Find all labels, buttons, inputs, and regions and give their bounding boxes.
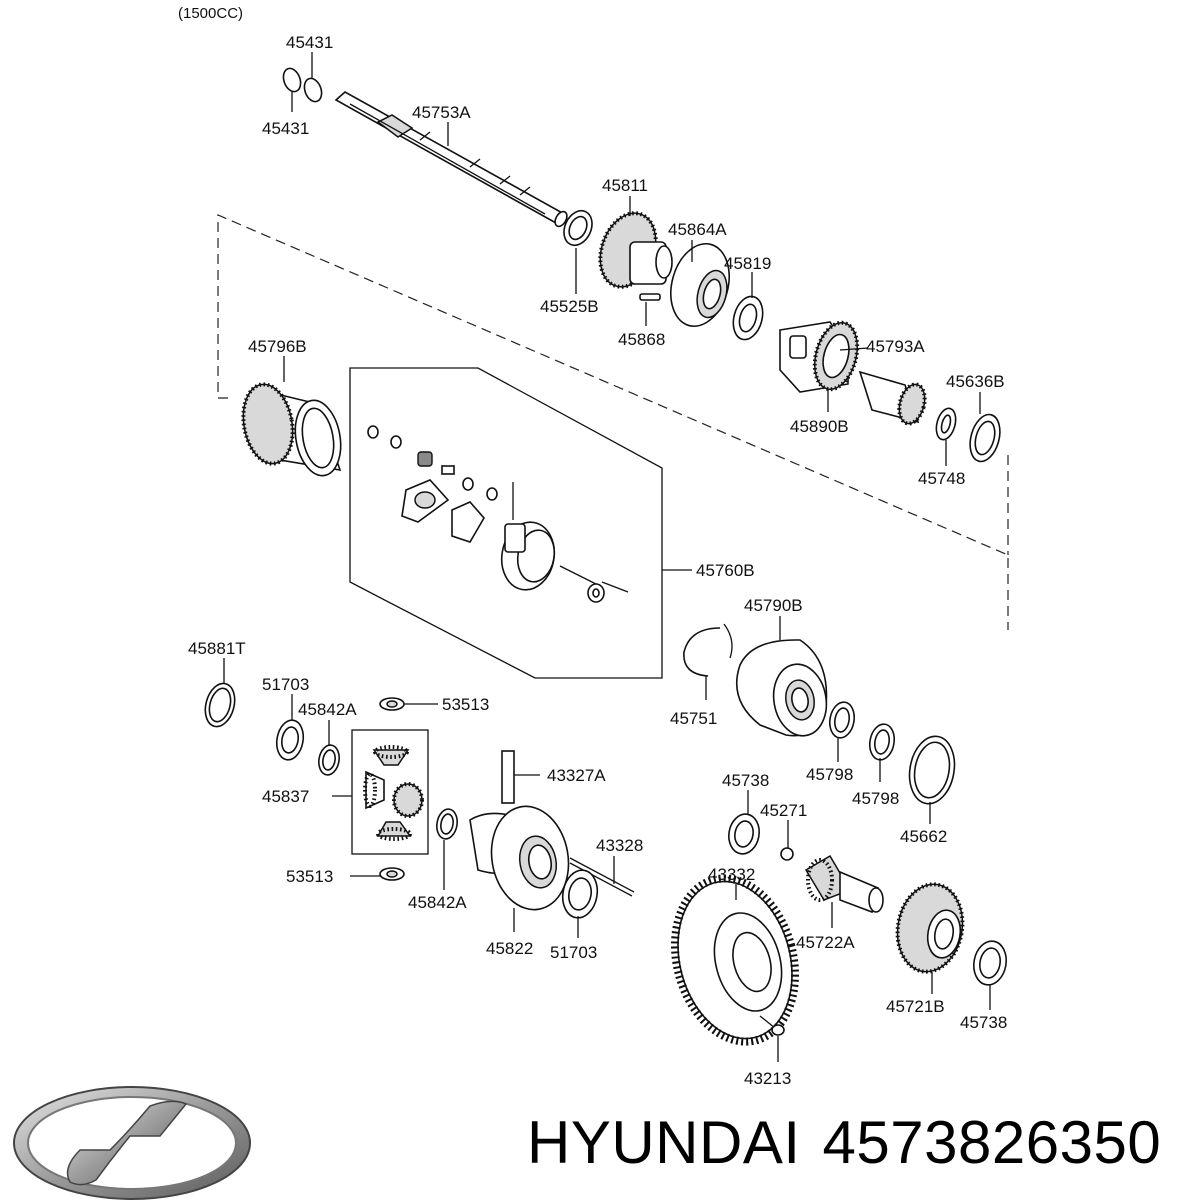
- label-45722A: 45722A: [796, 933, 855, 952]
- label-45748: 45748: [918, 469, 965, 488]
- label-45819: 45819: [724, 254, 771, 273]
- nut-45271: [780, 847, 794, 861]
- hyundai-logo-icon: [13, 1086, 251, 1200]
- label-45881T: 45881T: [188, 639, 246, 658]
- gear-45811: [598, 211, 673, 289]
- leader-lines: [223, 52, 991, 1062]
- label-45431-bottom: 45431: [262, 119, 309, 138]
- bolt-43213: [759, 1015, 785, 1036]
- label-45864A: 45864A: [668, 220, 727, 239]
- brand-caption: HYUNDAI 4573826350: [527, 1108, 1183, 1177]
- bearing-housing-45864A: [670, 242, 730, 328]
- diff-case-45822: [469, 805, 570, 911]
- label-45796B: 45796B: [248, 337, 307, 356]
- label-45842A-top: 45842A: [298, 700, 357, 719]
- label-45751: 45751: [670, 709, 717, 728]
- label-53513-bottom: 53513: [286, 867, 333, 886]
- label-45431-top: 45431: [286, 33, 333, 52]
- label-45793A: 45793A: [866, 337, 925, 356]
- label-45662: 45662: [900, 827, 947, 846]
- pinion-45722A: [804, 854, 884, 914]
- gear-shaft-45793A: [858, 370, 927, 426]
- drum-45790B: [736, 639, 828, 737]
- carrier-45890B: [779, 320, 860, 393]
- label-45837: 45837: [262, 787, 309, 806]
- gear-set-box-45837: [351, 729, 429, 855]
- label-43332: 43332: [708, 865, 755, 884]
- label-45738-top: 45738: [722, 771, 769, 790]
- label-45271: 45271: [760, 801, 807, 820]
- label-45890B: 45890B: [790, 417, 849, 436]
- label-43213: 43213: [744, 1069, 791, 1088]
- pump-assembly-box: [349, 367, 663, 679]
- label-45760B: 45760B: [696, 561, 755, 580]
- part-labels: 45431 45431 45753A 45811 45864A 45819 45…: [188, 33, 1007, 1088]
- label-45753A: 45753A: [412, 103, 471, 122]
- label-53513-top: 53513: [442, 695, 489, 714]
- label-45636B: 45636B: [946, 372, 1005, 391]
- label-45721B: 45721B: [886, 997, 945, 1016]
- snap-ring-45751: [683, 627, 721, 677]
- part-number: 4573826350: [822, 1109, 1162, 1176]
- label-45798-a: 45798: [806, 765, 853, 784]
- label-45868: 45868: [618, 330, 665, 349]
- label-45811: 45811: [602, 176, 648, 195]
- label-45738-bottom: 45738: [960, 1013, 1007, 1032]
- label-45525B: 45525B: [540, 297, 599, 316]
- pump-internals: [367, 425, 629, 603]
- assembly-outline-dashed: [217, 214, 1009, 630]
- ring-gear-45796B: [241, 382, 342, 477]
- gear-45721B: [895, 882, 965, 974]
- pin-43328: [569, 857, 635, 893]
- ring-gear-43332: [670, 874, 800, 1046]
- label-45822: 45822: [486, 939, 533, 958]
- label-51703-top: 51703: [262, 675, 309, 694]
- label-51703-bottom: 51703: [550, 943, 597, 962]
- snap-ring-45431-b: [303, 77, 323, 103]
- differential-gears: [363, 745, 424, 841]
- output-shaft: [334, 91, 568, 228]
- label-45798-b: 45798: [852, 789, 899, 808]
- label-43328: 43328: [596, 836, 643, 855]
- shaft-43327A: [501, 750, 515, 804]
- label-43327A: 43327A: [547, 766, 606, 785]
- label-45790B: 45790B: [744, 596, 803, 615]
- engine-note: (1500CC): [178, 5, 243, 22]
- brand-name: HYUNDAI: [527, 1109, 801, 1176]
- snap-ring-45431-a: [282, 67, 302, 93]
- pin-45868: [639, 293, 661, 301]
- label-45842A-bottom: 45842A: [408, 893, 467, 912]
